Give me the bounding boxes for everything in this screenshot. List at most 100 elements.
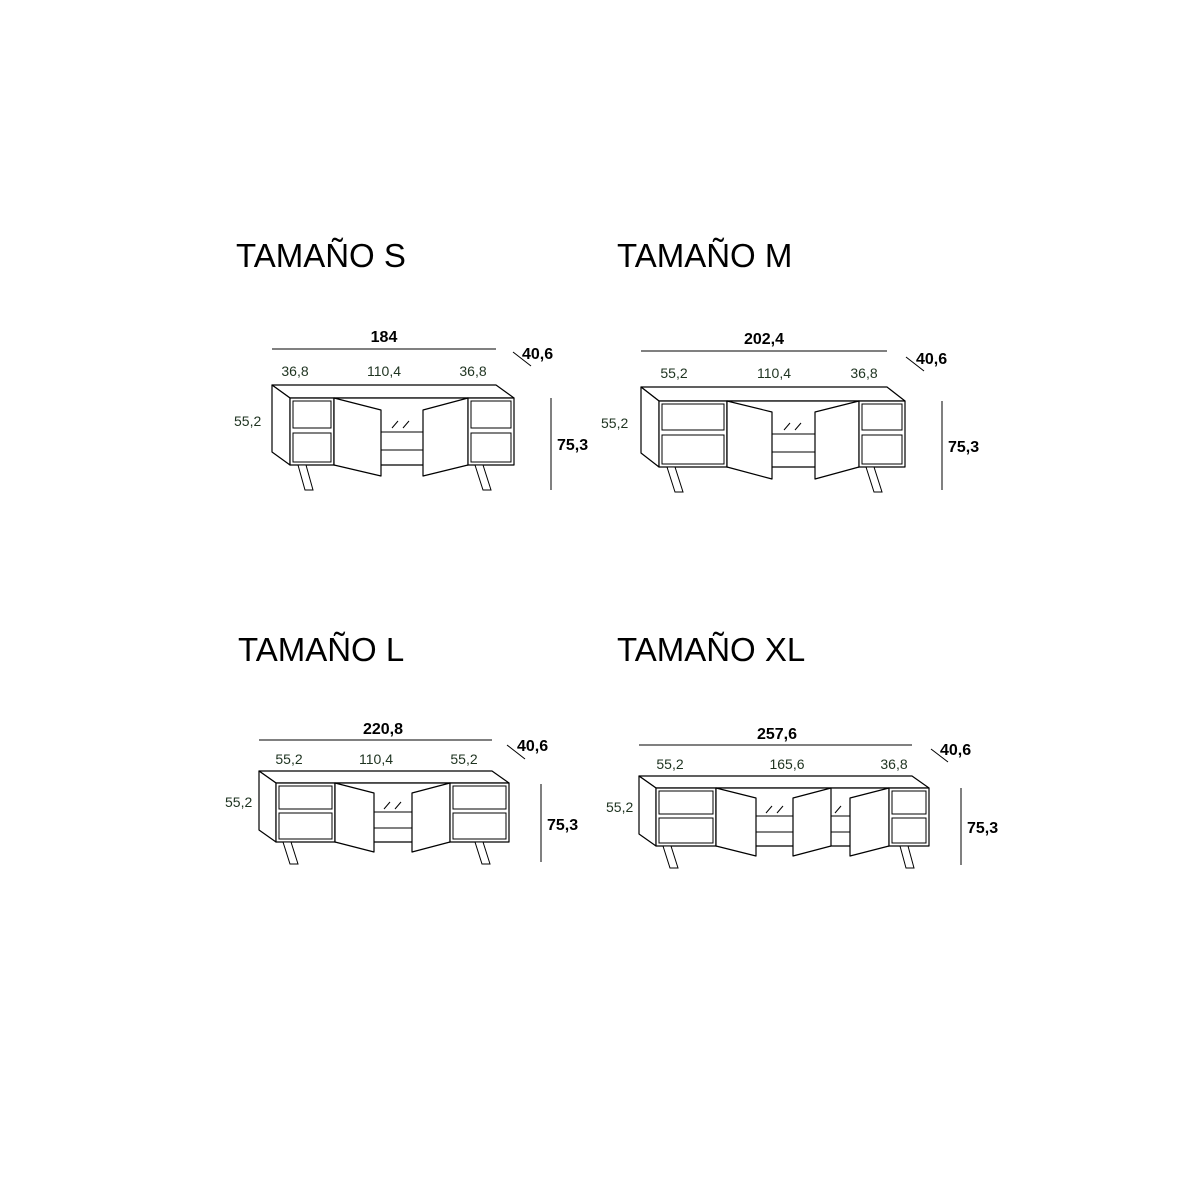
glass-mark (776, 805, 784, 814)
right-module (858, 400, 906, 468)
module-width-right: 36,8 (459, 363, 486, 379)
door-left (715, 787, 757, 857)
leg-left (662, 845, 679, 869)
left-shelf-upper (658, 790, 714, 815)
module-width-left: 55,2 (660, 365, 687, 381)
depth-label: 40,6 (940, 742, 971, 759)
door-left (333, 397, 382, 477)
right-module (888, 787, 930, 847)
door-left (334, 782, 375, 853)
door-right (849, 787, 890, 857)
depth-label: 40,6 (522, 346, 553, 363)
left-side-panel (640, 386, 660, 468)
sideboard-drawing (258, 770, 510, 865)
leg-right (474, 841, 491, 865)
right-shelf-lower (891, 817, 927, 844)
depth-dimension-line (930, 748, 949, 763)
sideboard-top (638, 775, 930, 789)
depth-dimension-line (506, 744, 526, 760)
left-module (655, 787, 717, 847)
door-right (411, 782, 451, 853)
glass-mark (834, 805, 842, 814)
total-width-label: 220,8 (363, 721, 403, 738)
left-shelf-upper (661, 403, 725, 431)
right-shelf-upper (861, 403, 903, 431)
diagram-title: TAMAÑO S (236, 237, 406, 274)
left-shelf-upper (292, 400, 332, 429)
leg-right (474, 464, 492, 491)
leg-right (899, 845, 915, 869)
right-shelf-lower (452, 812, 507, 840)
leg-left (282, 841, 299, 865)
module-height-label: 55,2 (606, 799, 633, 815)
module-width-left: 55,2 (656, 756, 683, 772)
diagram-title: TAMAÑO L (238, 631, 404, 668)
leg-right (865, 466, 883, 493)
left-shelf-lower (278, 812, 333, 840)
door-left (726, 400, 773, 480)
depth-label: 40,6 (916, 351, 947, 368)
left-side-panel (271, 384, 291, 466)
right-module (467, 397, 515, 466)
right-shelf-upper (452, 785, 507, 810)
right-shelf-lower (861, 434, 903, 465)
sideboard-top (271, 384, 515, 399)
height-label: 75,3 (948, 439, 979, 456)
module-width-center: 110,4 (757, 365, 791, 381)
left-shelf-lower (661, 434, 725, 465)
total-width-label: 202,4 (744, 331, 784, 348)
right-shelf-lower (470, 432, 512, 463)
module-width-center: 165,6 (769, 756, 804, 772)
left-side-panel (638, 775, 657, 847)
sideboard-top (258, 770, 510, 784)
glass-mark (783, 422, 791, 431)
module-width-center: 110,4 (367, 363, 401, 379)
door-right (814, 400, 860, 480)
depth-dimension-line (512, 351, 532, 367)
module-height-label: 55,2 (234, 413, 261, 429)
leg-left (297, 464, 314, 491)
glass-mark (391, 420, 399, 429)
glass-mark (794, 422, 802, 431)
height-label: 75,3 (557, 437, 588, 454)
diagram-size-l: TAMAÑO L 220,8 40,6 55,2 110,4 55,2 55,2… (225, 631, 578, 865)
height-label: 75,3 (967, 820, 998, 837)
module-width-center: 110,4 (359, 751, 393, 767)
leg-left (666, 466, 684, 493)
height-label: 75,3 (547, 817, 578, 834)
left-shelf-lower (658, 817, 714, 844)
left-shelf-upper (278, 785, 333, 810)
door-center (792, 787, 832, 857)
door-right (422, 397, 469, 477)
diagram-size-m: TAMAÑO M 202,4 40,6 55,2 110,4 36,8 55,2… (601, 237, 979, 493)
left-shelf-lower (292, 432, 332, 463)
glass-mark (765, 805, 773, 814)
sideboard-top (640, 386, 906, 402)
module-width-left: 36,8 (281, 363, 308, 379)
left-side-panel (258, 770, 277, 843)
glass-mark (394, 801, 402, 810)
diagram-title: TAMAÑO M (617, 237, 792, 274)
right-shelf-upper (891, 790, 927, 815)
sideboard-drawing (638, 775, 930, 869)
glass-mark (402, 420, 410, 429)
module-width-right: 36,8 (850, 365, 877, 381)
module-height-label: 55,2 (601, 415, 628, 431)
left-module (658, 400, 728, 468)
sideboard-drawing (271, 384, 515, 491)
diagram-title: TAMAÑO XL (617, 631, 805, 668)
depth-label: 40,6 (517, 738, 548, 755)
right-shelf-upper (470, 400, 512, 429)
left-module (289, 397, 335, 466)
total-width-label: 257,6 (757, 726, 797, 743)
module-width-right: 36,8 (880, 756, 907, 772)
diagram-size-xl: TAMAÑO XL 257,6 40,6 55,2 165,6 36,8 55,… (606, 631, 998, 869)
module-height-label: 55,2 (225, 794, 252, 810)
module-width-right: 55,2 (450, 751, 477, 767)
glass-mark (383, 801, 391, 810)
depth-dimension-line (905, 356, 925, 372)
total-width-label: 184 (371, 329, 398, 346)
sideboard-drawing (640, 386, 906, 493)
module-width-left: 55,2 (275, 751, 302, 767)
